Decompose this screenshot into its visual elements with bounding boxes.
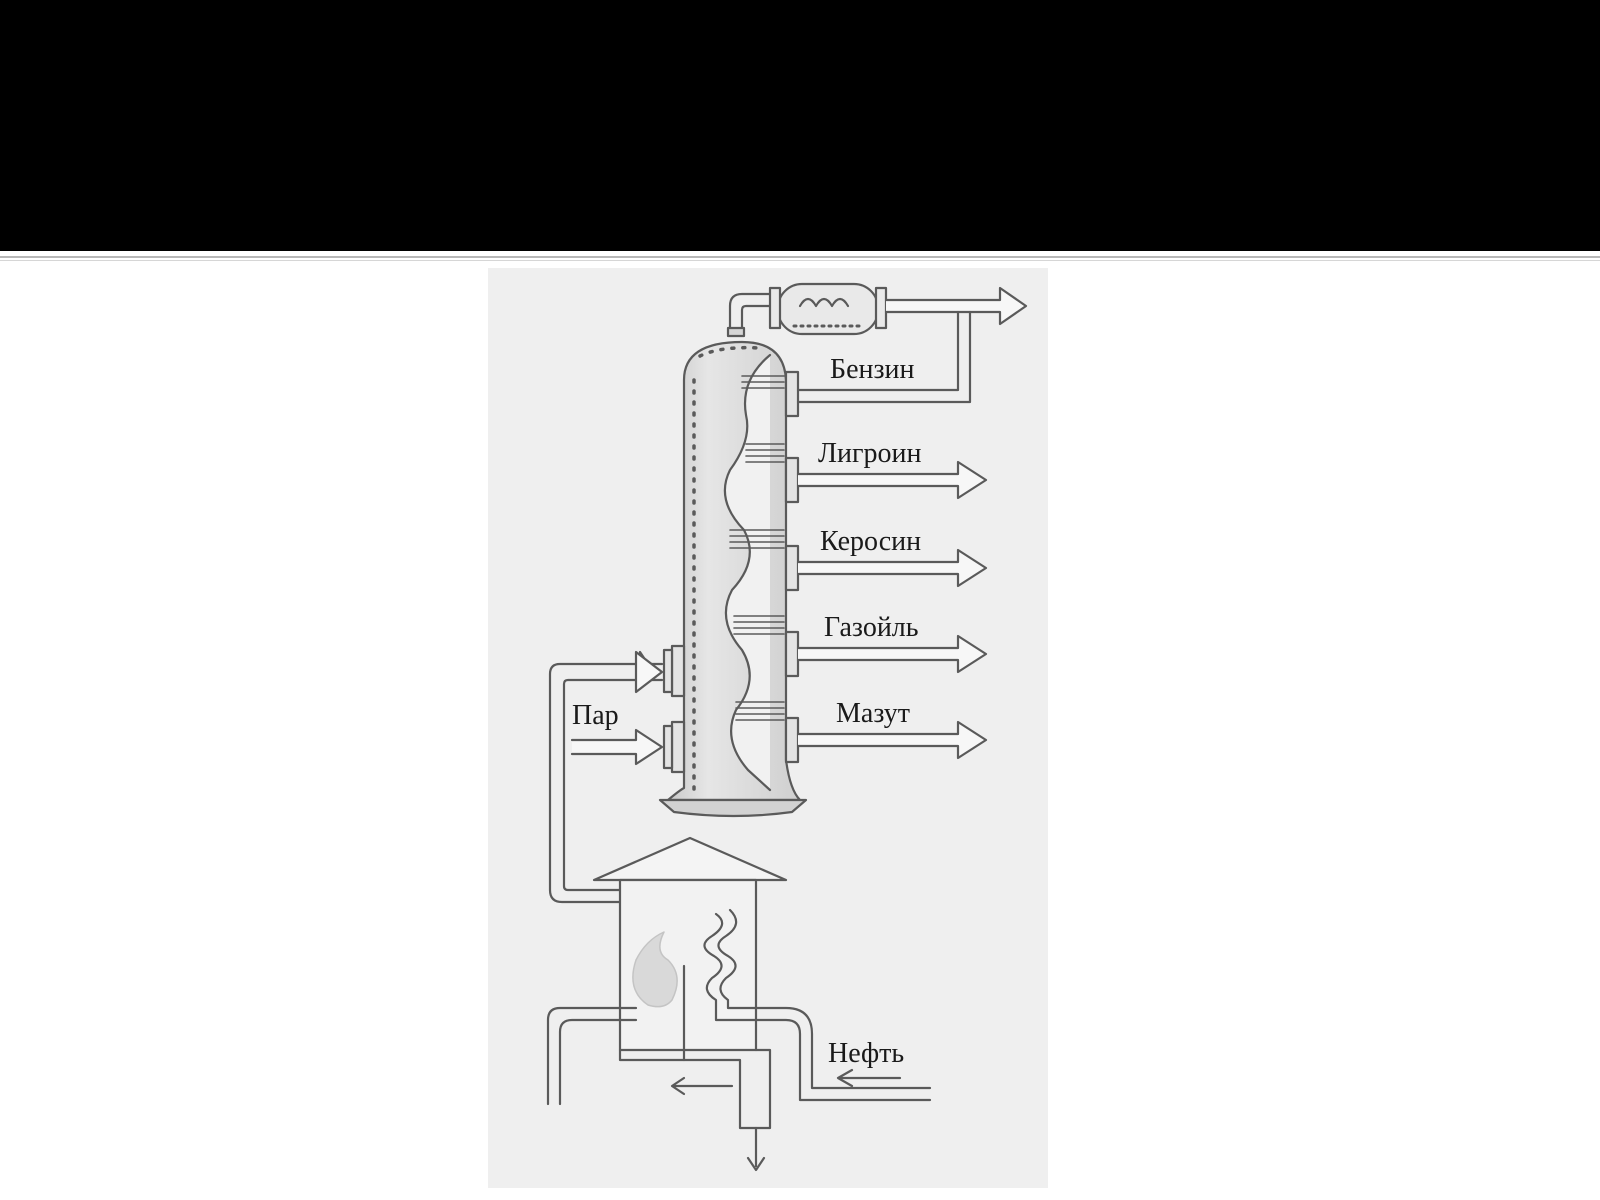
flame-icon	[632, 931, 678, 1008]
steam-inlet-flange	[662, 720, 686, 774]
title-divider-line-thin	[0, 260, 1600, 261]
title-divider-line	[0, 256, 1600, 258]
label-crude-oil: Нефть	[828, 1038, 904, 1069]
feed-inlet-flange	[662, 644, 686, 698]
label-kerosene: Керосин	[820, 526, 921, 557]
condenser-unit	[726, 282, 1028, 338]
label-gasoil: Газойль	[824, 612, 919, 643]
label-fuel-oil: Мазут	[836, 698, 910, 729]
label-ligroin: Лигроин	[818, 438, 921, 469]
outlet-gasoline	[784, 310, 972, 418]
tube-furnace	[546, 836, 932, 1172]
outlet-gasoil	[784, 630, 988, 678]
feed-arrowhead	[634, 650, 664, 694]
label-gasoline: Бензин	[830, 354, 915, 385]
label-steam: Пар	[572, 700, 619, 731]
outlet-ligroin	[784, 456, 988, 504]
crude-oil-inflow-arrow	[836, 1068, 902, 1088]
outlet-kerosene	[784, 544, 988, 592]
steam-inlet-arrow	[570, 728, 664, 766]
slide-title-band	[0, 0, 1600, 251]
outlet-fuel-oil	[784, 716, 988, 764]
